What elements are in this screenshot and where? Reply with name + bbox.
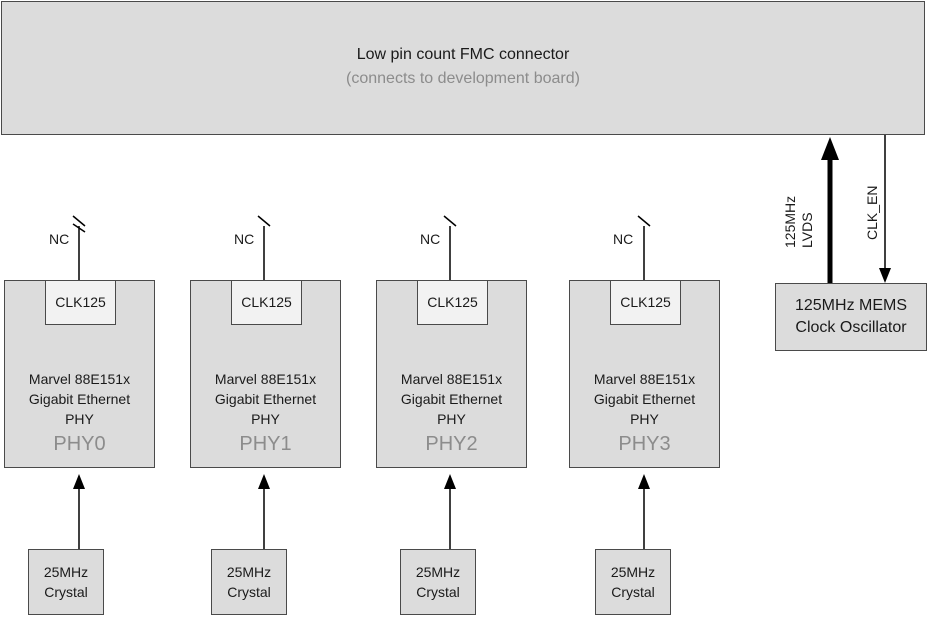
lvds-type-label: LVDS — [799, 212, 815, 248]
crystal-frequency: 25MHz — [415, 564, 461, 580]
clk-en-arrow — [879, 135, 891, 283]
nc-label-phy3: NC — [613, 231, 634, 247]
crystal-block-3: 25MHz Crystal — [595, 549, 671, 615]
crystal-block-0: 25MHz Crystal — [28, 549, 104, 615]
phy-block-3: CLK125 Marvel 88E151x Gigabit Ethernet P… — [569, 280, 720, 468]
crystal-frequency: 25MHz — [226, 564, 272, 580]
phy-name: PHY2 — [425, 433, 478, 455]
crystal-arrow-phy0 — [73, 474, 85, 549]
lvds-frequency-label: 125MHz — [782, 195, 798, 248]
nc-stub-phy2 — [443, 215, 457, 280]
phy-type-label: Gigabit Ethernet — [214, 391, 317, 407]
clk-en-signal-label: CLK_EN — [864, 185, 880, 240]
oscillator-label: Clock Oscillator — [795, 319, 907, 336]
phy-block-2: CLK125 Marvel 88E151x Gigabit Ethernet P… — [376, 280, 527, 468]
clk125-port: CLK125 — [45, 280, 116, 325]
phy-description: Marvel 88E151x Gigabit Ethernet PHY — [570, 369, 719, 429]
clk125-port: CLK125 — [231, 280, 302, 325]
phy-block-0: CLK125 Marvel 88E151x Gigabit Ethernet P… — [4, 280, 155, 468]
crystal-label: Crystal — [416, 584, 460, 600]
nc-stub-phy0 — [72, 223, 86, 280]
phy-chip-label: Marvel 88E151x — [28, 371, 131, 387]
phy-chip-label: Marvel 88E151x — [400, 371, 503, 387]
crystal-label: Crystal — [44, 584, 88, 600]
clk125-port: CLK125 — [417, 280, 488, 325]
crystal-arrow-phy2 — [444, 474, 456, 549]
nc-label-phy1: NC — [234, 231, 255, 247]
mems-oscillator-block: 125MHz MEMS Clock Oscillator — [775, 283, 927, 351]
nc-label-phy2: NC — [420, 231, 441, 247]
crystal-block-2: 25MHz Crystal — [400, 549, 476, 615]
crystal-label: Crystal — [227, 584, 271, 600]
phy-type-label: Gigabit Ethernet — [28, 391, 131, 407]
phy-type-label: Gigabit Ethernet — [400, 391, 503, 407]
nc-label-phy0: NC — [49, 231, 70, 247]
phy-chip-label: Marvel 88E151x — [593, 371, 696, 387]
phy-name: PHY3 — [618, 433, 671, 455]
nc-slash-phy0 — [72, 215, 86, 227]
phy-description: Marvel 88E151x Gigabit Ethernet PHY — [5, 369, 154, 429]
crystal-block-1: 25MHz Crystal — [211, 549, 287, 615]
nc-stub-phy1 — [257, 215, 271, 280]
phy-label: PHY — [65, 411, 94, 427]
phy-label: PHY — [630, 411, 659, 427]
lvds-arrow — [821, 137, 839, 283]
oscillator-frequency: 125MHz MEMS — [794, 297, 908, 314]
phy-description: Marvel 88E151x Gigabit Ethernet PHY — [377, 369, 526, 429]
crystal-arrow-phy3 — [638, 474, 650, 549]
fmc-title: Low pin count FMC connector — [356, 46, 570, 63]
phy-label: PHY — [251, 411, 280, 427]
phy-block-1: CLK125 Marvel 88E151x Gigabit Ethernet P… — [190, 280, 341, 468]
crystal-frequency: 25MHz — [610, 564, 656, 580]
crystal-label: Crystal — [611, 584, 655, 600]
phy-label: PHY — [437, 411, 466, 427]
clk125-port: CLK125 — [610, 280, 681, 325]
crystal-arrow-phy1 — [258, 474, 270, 549]
crystal-frequency: 25MHz — [43, 564, 89, 580]
phy-name: PHY0 — [53, 433, 106, 455]
phy-type-label: Gigabit Ethernet — [593, 391, 696, 407]
phy-chip-label: Marvel 88E151x — [214, 371, 317, 387]
nc-stub-phy3 — [637, 215, 651, 280]
fmc-subtitle: (connects to development board) — [346, 70, 580, 87]
lvds-signal-label: 125MHz LVDS — [782, 196, 816, 248]
phy-name: PHY1 — [239, 433, 292, 455]
fmc-connector-block: Low pin count FMC connector (connects to… — [1, 1, 925, 135]
phy-description: Marvel 88E151x Gigabit Ethernet PHY — [191, 369, 340, 429]
